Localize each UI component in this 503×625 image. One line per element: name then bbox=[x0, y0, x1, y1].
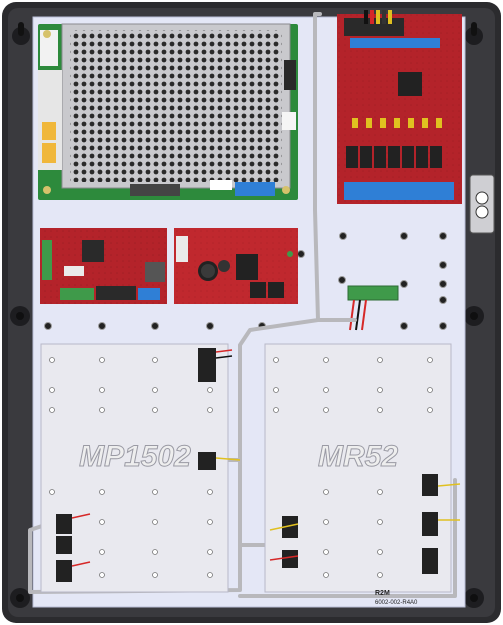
power-supply-board bbox=[38, 23, 298, 200]
door-controller-board bbox=[40, 228, 167, 304]
mp1502-mounting-plate: MP1502 bbox=[40, 343, 229, 593]
power-management-board bbox=[174, 228, 298, 304]
part-number-line2: 6002-002-R4A0 bbox=[375, 600, 418, 606]
relay-output-board bbox=[337, 10, 462, 204]
part-number-label: R2M 6002-002-R4A0 bbox=[375, 590, 418, 606]
mr52-mounting-plate: MR52 bbox=[264, 343, 452, 593]
part-number-line1: R2M bbox=[375, 590, 390, 597]
terminal-block bbox=[347, 285, 399, 331]
tamper-switch bbox=[469, 174, 495, 234]
corner-mount-holes bbox=[10, 22, 484, 608]
wire-details bbox=[71, 349, 461, 567]
mp1502-label: MP1502 bbox=[79, 440, 191, 473]
mr52-label: MR52 bbox=[318, 440, 398, 473]
